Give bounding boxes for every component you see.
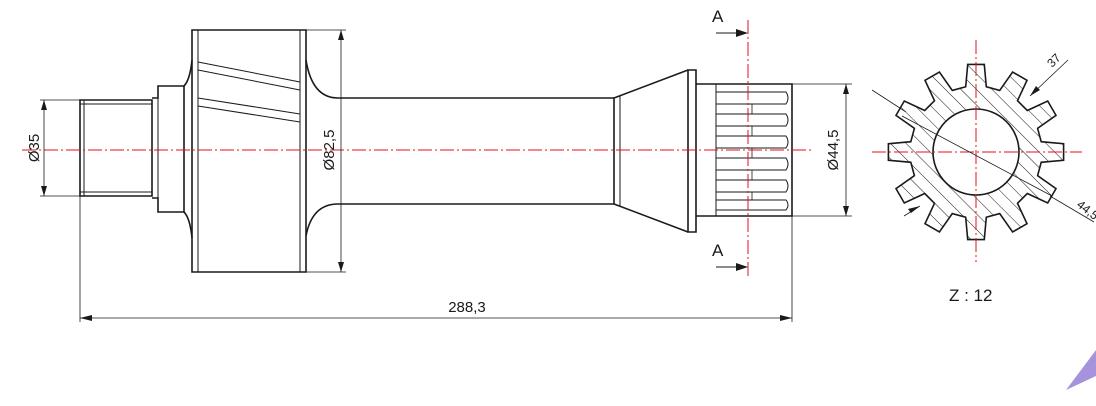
spline-tooth-count: Z : 12 xyxy=(949,286,992,305)
dimension-label-length: 288,3 xyxy=(448,299,486,316)
section-label-top: A xyxy=(712,7,724,26)
spline-teeth xyxy=(716,91,789,211)
dimension-gear-diameter: Ø82,5 xyxy=(306,29,346,273)
dimension-label-shank: Ø35 xyxy=(26,134,43,162)
dimension-spline-diameter: Ø44,5 xyxy=(792,83,852,217)
spline-outline xyxy=(687,69,793,233)
taper-outline xyxy=(613,69,689,233)
section-label-bottom: A xyxy=(712,241,724,260)
collar-outline xyxy=(152,85,185,213)
section-marker-bottom: A xyxy=(712,241,748,271)
spline-section-view: 37 44,5 xyxy=(871,40,1096,262)
shank-outline xyxy=(79,99,153,197)
gear-body-outline xyxy=(191,29,307,273)
section-marker-top: A xyxy=(712,7,748,37)
dimension-overall-length: 288,3 xyxy=(79,196,793,322)
helical-teeth xyxy=(197,61,301,123)
watermark-mark xyxy=(1066,350,1096,390)
shaft-side-view xyxy=(79,29,793,273)
dimension-label-gear: Ø82,5 xyxy=(321,130,338,171)
section-dimension-large: 44,5 xyxy=(1074,197,1096,223)
dimension-shank-diameter: Ø35 xyxy=(26,99,80,197)
dimension-label-spline: Ø44,5 xyxy=(825,130,842,171)
